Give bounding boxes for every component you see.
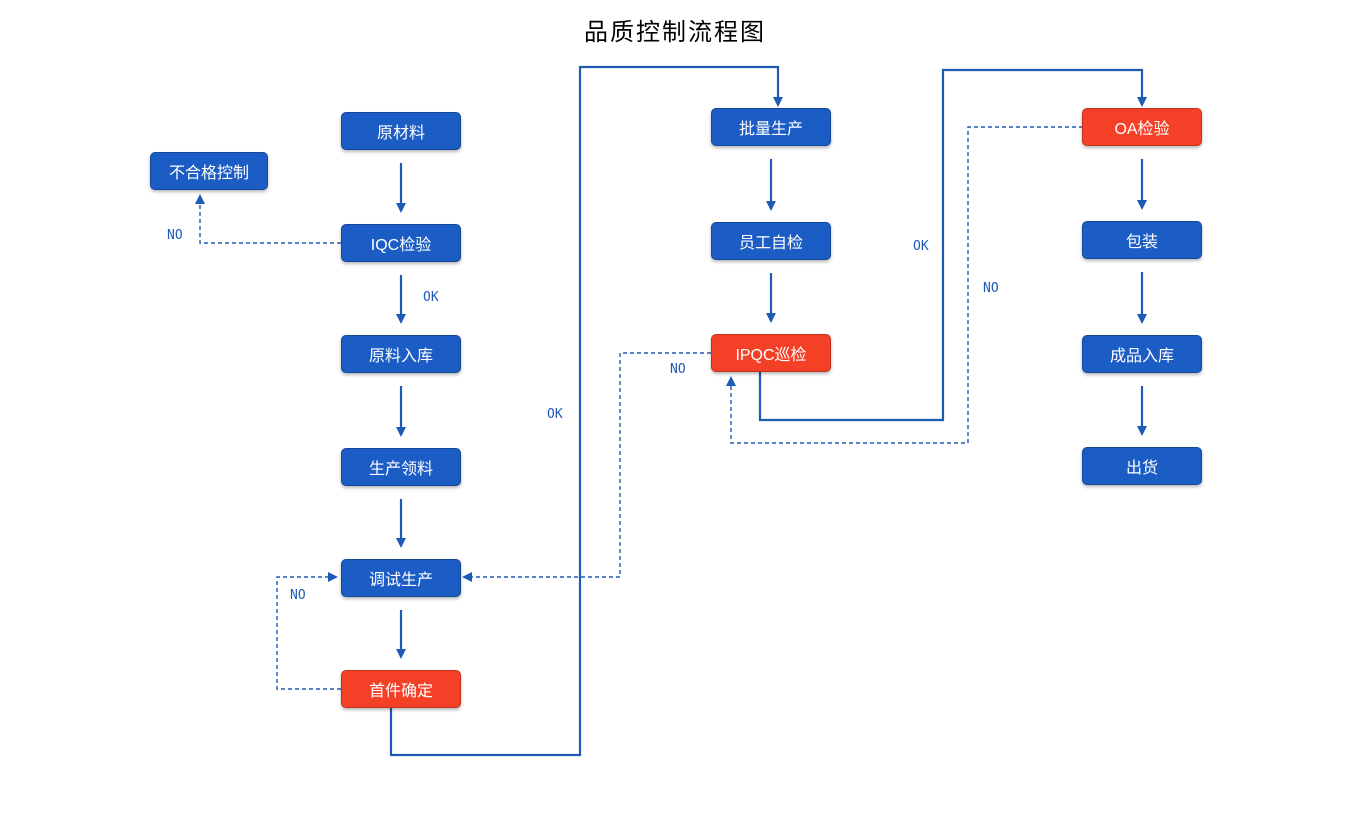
edge-ipqc-to-trial: [462, 352, 711, 582]
edge-first-article-to-mass-production: [389, 65, 783, 757]
edge-ipqc-to-oa: [758, 68, 1147, 422]
edge-label-ipqc-ok: OK: [913, 239, 929, 254]
edge-label-first-article-ok: OK: [547, 407, 563, 422]
diagram-title: 品质控制流程图: [584, 18, 766, 46]
node-iqc-inspection: IQC检验: [341, 224, 461, 262]
edge-label-first-article-no: NO: [290, 588, 306, 603]
edge-label-iqc-ok: OK: [423, 290, 439, 305]
edge-label-oa-no: NO: [983, 281, 999, 296]
node-shipment: 出货: [1082, 447, 1202, 485]
node-trial-production: 调试生产: [341, 559, 461, 597]
node-finished-goods-warehousing: 成品入库: [1082, 335, 1202, 373]
node-material-warehousing: 原料入库: [341, 335, 461, 373]
node-ipqc-inspection: IPQC巡检: [711, 334, 831, 372]
edge-label-ipqc-no: NO: [670, 362, 686, 377]
node-mass-production: 批量生产: [711, 108, 831, 146]
node-nonconforming-control: 不合格控制: [150, 152, 268, 190]
edge-oa-to-ipqc: [726, 126, 1083, 444]
node-oa-inspection: OA检验: [1082, 108, 1202, 146]
edge-label-iqc-no: NO: [167, 228, 183, 243]
node-production-picking: 生产领料: [341, 448, 461, 486]
node-first-article-confirm: 首件确定: [341, 670, 461, 708]
node-raw-material: 原材料: [341, 112, 461, 150]
node-employee-self-check: 员工自检: [711, 222, 831, 260]
edge-iqc-to-nonconforming: [195, 194, 341, 244]
edge-first-article-to-trial: [276, 572, 341, 690]
node-packaging: 包装: [1082, 221, 1202, 259]
